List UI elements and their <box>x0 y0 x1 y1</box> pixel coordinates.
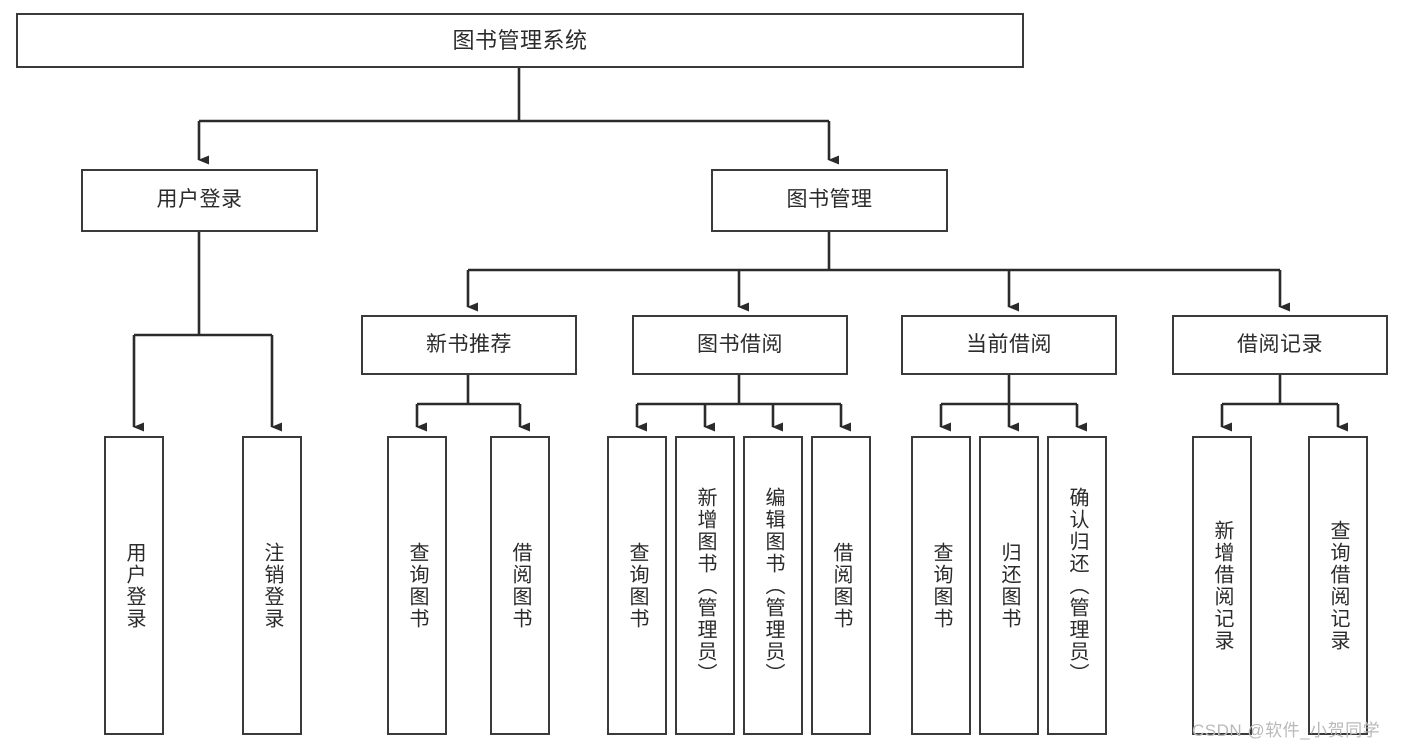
leaf-current-borrow-query[interactable]: 查询图书 <box>911 436 971 735</box>
node-book-borrow[interactable]: 图书借阅 <box>632 315 848 375</box>
node-label: 新增借阅记录 <box>1211 519 1233 652</box>
leaf-book-borrow-borrow[interactable]: 借阅图书 <box>811 436 871 735</box>
node-label: 当前借阅 <box>966 332 1052 356</box>
node-label: 查询图书 <box>930 541 952 630</box>
leaf-book-borrow-add[interactable]: 新增图书（管理员） <box>675 436 735 735</box>
leaf-current-borrow-confirm-return[interactable]: 确认归还（管理员） <box>1047 436 1107 735</box>
node-label: 查询借阅记录 <box>1327 519 1349 652</box>
node-borrow-record[interactable]: 借阅记录 <box>1172 315 1388 375</box>
leaf-new-book-query[interactable]: 查询图书 <box>387 436 447 735</box>
leaf-user-login-login[interactable]: 用户登录 <box>104 436 164 735</box>
node-label: 查询图书 <box>626 541 648 630</box>
node-label: 归还图书 <box>998 541 1020 630</box>
node-label: 图书借阅 <box>697 332 783 356</box>
node-label: 图书管理 <box>786 188 873 212</box>
node-label: 确认归还（管理员） <box>1066 486 1088 685</box>
leaf-borrow-record-query[interactable]: 查询借阅记录 <box>1308 436 1368 735</box>
node-label: 查询图书 <box>406 541 428 630</box>
node-label: 图书管理系统 <box>452 27 588 53</box>
leaf-current-borrow-return[interactable]: 归还图书 <box>979 436 1039 735</box>
node-label: 用户登录 <box>123 541 145 630</box>
node-label: 新书推荐 <box>426 332 512 356</box>
leaf-new-book-borrow[interactable]: 借阅图书 <box>490 436 550 735</box>
node-book-management-system[interactable]: 图书管理系统 <box>16 13 1024 68</box>
leaf-book-borrow-edit[interactable]: 编辑图书（管理员） <box>743 436 803 735</box>
node-new-book-recommend[interactable]: 新书推荐 <box>361 315 577 375</box>
leaf-book-borrow-query[interactable]: 查询图书 <box>607 436 667 735</box>
node-label: 注销登录 <box>261 541 283 630</box>
node-label: 新增图书（管理员） <box>694 486 716 685</box>
leaf-borrow-record-add[interactable]: 新增借阅记录 <box>1192 436 1252 735</box>
node-label: 借阅记录 <box>1237 332 1323 356</box>
node-user-login[interactable]: 用户登录 <box>81 169 318 232</box>
node-label: 借阅图书 <box>509 541 531 630</box>
leaf-user-login-logout[interactable]: 注销登录 <box>242 436 302 735</box>
node-label: 借阅图书 <box>830 541 852 630</box>
node-label: 编辑图书（管理员） <box>762 486 784 685</box>
node-book-management[interactable]: 图书管理 <box>711 169 948 232</box>
node-label: 用户登录 <box>156 188 243 212</box>
node-current-borrow[interactable]: 当前借阅 <box>901 315 1117 375</box>
